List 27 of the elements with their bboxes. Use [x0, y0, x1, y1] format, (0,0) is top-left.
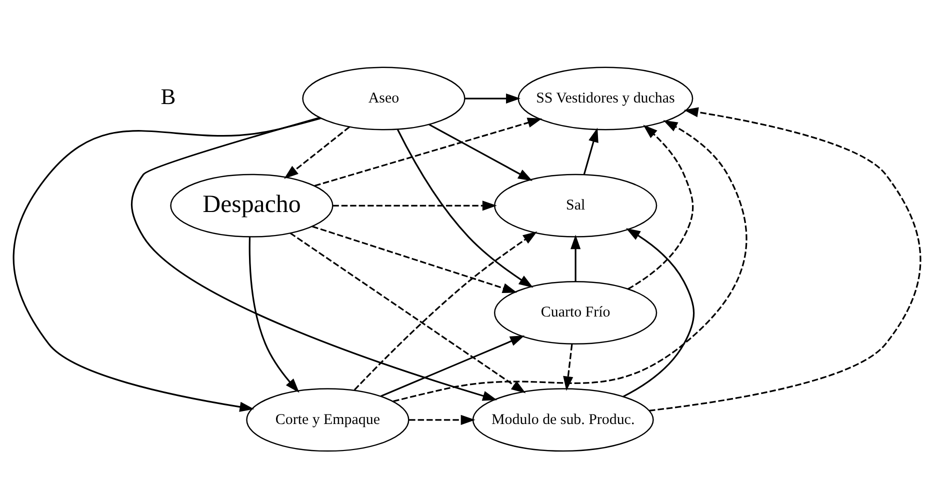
arrow [393, 120, 748, 402]
arrow [332, 200, 497, 210]
node-ellipse: Corte y Empaque [246, 388, 410, 452]
arrow [284, 126, 350, 178]
arrow [314, 117, 542, 186]
arrow [649, 106, 922, 411]
node-ellipse: Modulo de sub. Produc. [472, 388, 654, 452]
arrow [583, 127, 598, 174]
arrow [312, 225, 518, 292]
arrow [563, 344, 574, 390]
arrow [12, 117, 321, 412]
label: B [160, 84, 176, 109]
arrow [248, 236, 300, 392]
node-ellipse: Sal [494, 173, 658, 237]
arrow [290, 232, 526, 393]
arrow [354, 230, 538, 390]
arrow [428, 123, 533, 180]
node-ellipse: Despacho [170, 173, 334, 237]
node-ellipse: Aseo [302, 66, 466, 130]
arrow [628, 124, 694, 290]
arrow [396, 128, 534, 288]
arrow [409, 414, 476, 424]
arrow [464, 92, 520, 104]
arrow [131, 116, 498, 400]
arrow [570, 234, 581, 281]
arrow [380, 335, 525, 396]
arrow [622, 228, 695, 397]
